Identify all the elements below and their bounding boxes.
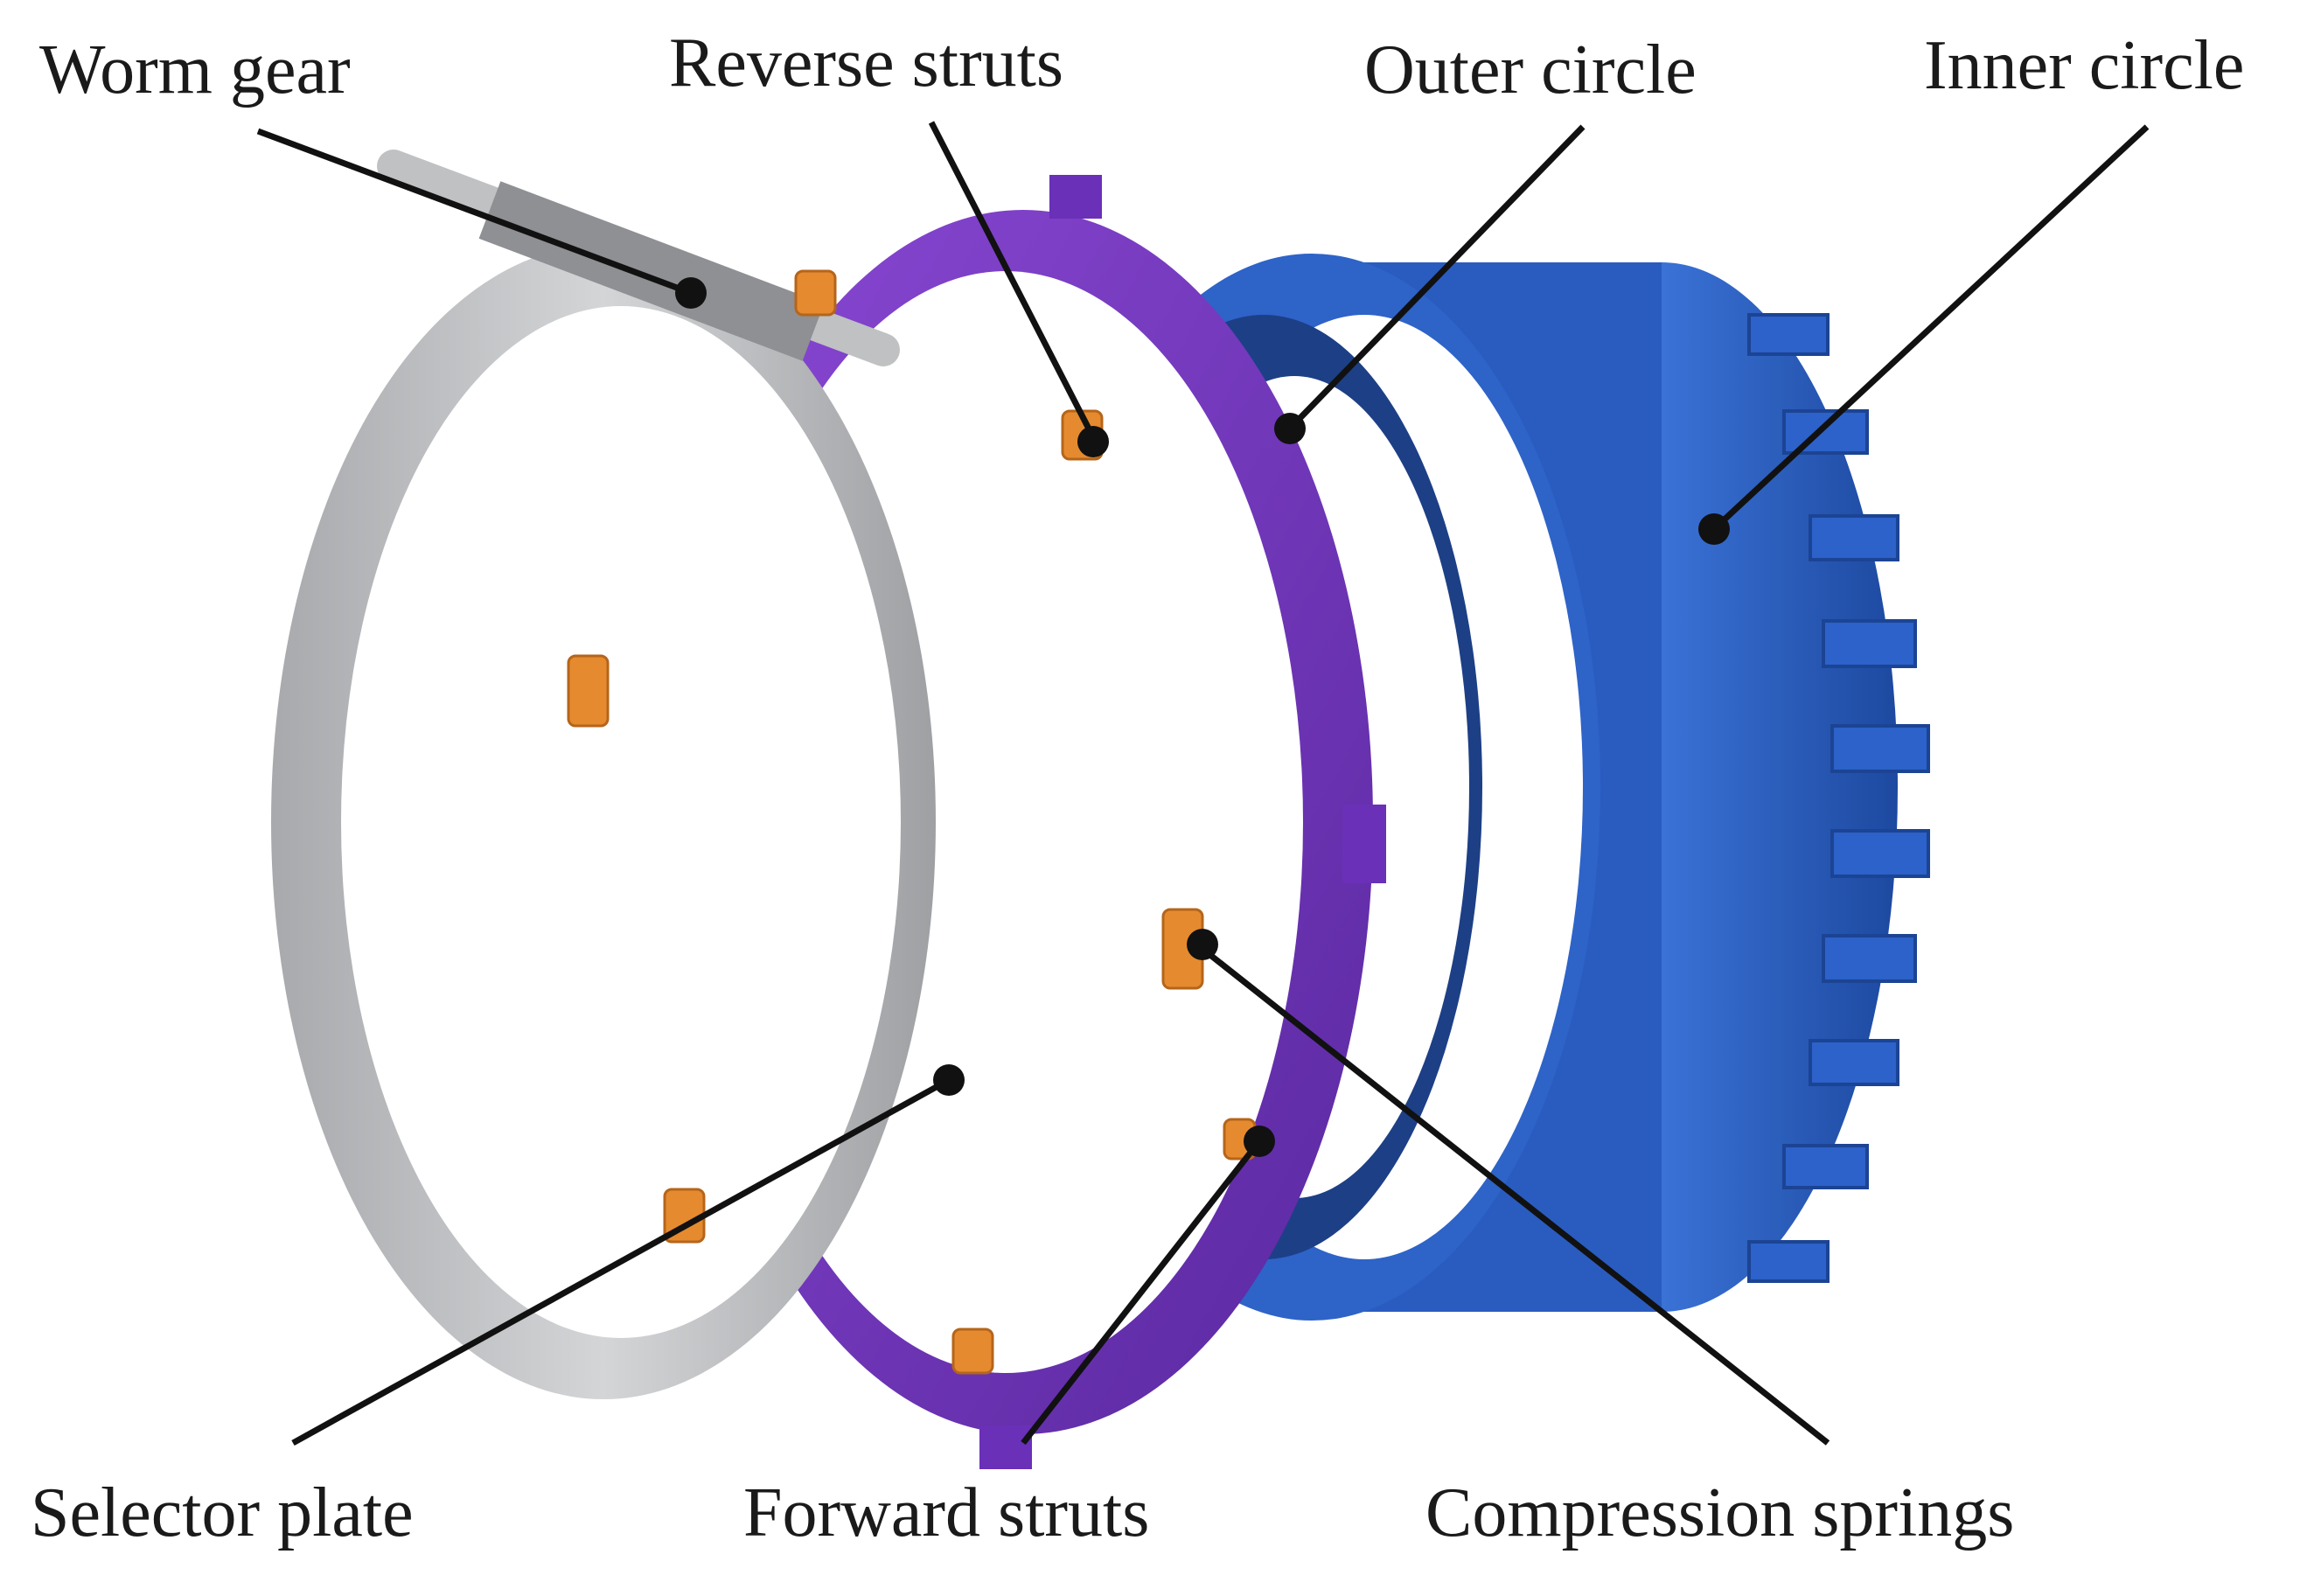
label-forward-struts: Forward struts bbox=[743, 1474, 1150, 1551]
label-selector-plate: Selector plate bbox=[31, 1474, 414, 1551]
leader-selector-plate bbox=[291, 1077, 951, 1446]
label-worm-gear: Worm gear bbox=[39, 31, 351, 108]
leader-lines bbox=[256, 121, 2150, 1446]
inner-circle-teeth bbox=[1747, 313, 1930, 1283]
label-inner-circle: Inner circle bbox=[1924, 27, 2245, 104]
leader-inner-circle bbox=[1711, 124, 2150, 532]
label-reverse-struts: Reverse struts bbox=[669, 24, 1064, 101]
worm-gear bbox=[377, 150, 900, 366]
leader-compression-springs bbox=[1200, 946, 1830, 1446]
label-compression-springs: Compression springs bbox=[1425, 1474, 2015, 1551]
leader-forward-struts bbox=[1021, 1139, 1262, 1446]
label-outer-circle: Outer circle bbox=[1364, 31, 1697, 108]
leader-dots bbox=[675, 277, 1730, 1157]
leader-outer-circle bbox=[1287, 124, 1586, 431]
selector-plate-ring bbox=[271, 245, 936, 1399]
leader-worm-gear bbox=[256, 128, 693, 296]
struts bbox=[567, 269, 1257, 1375]
leader-reverse-struts bbox=[928, 121, 1097, 439]
